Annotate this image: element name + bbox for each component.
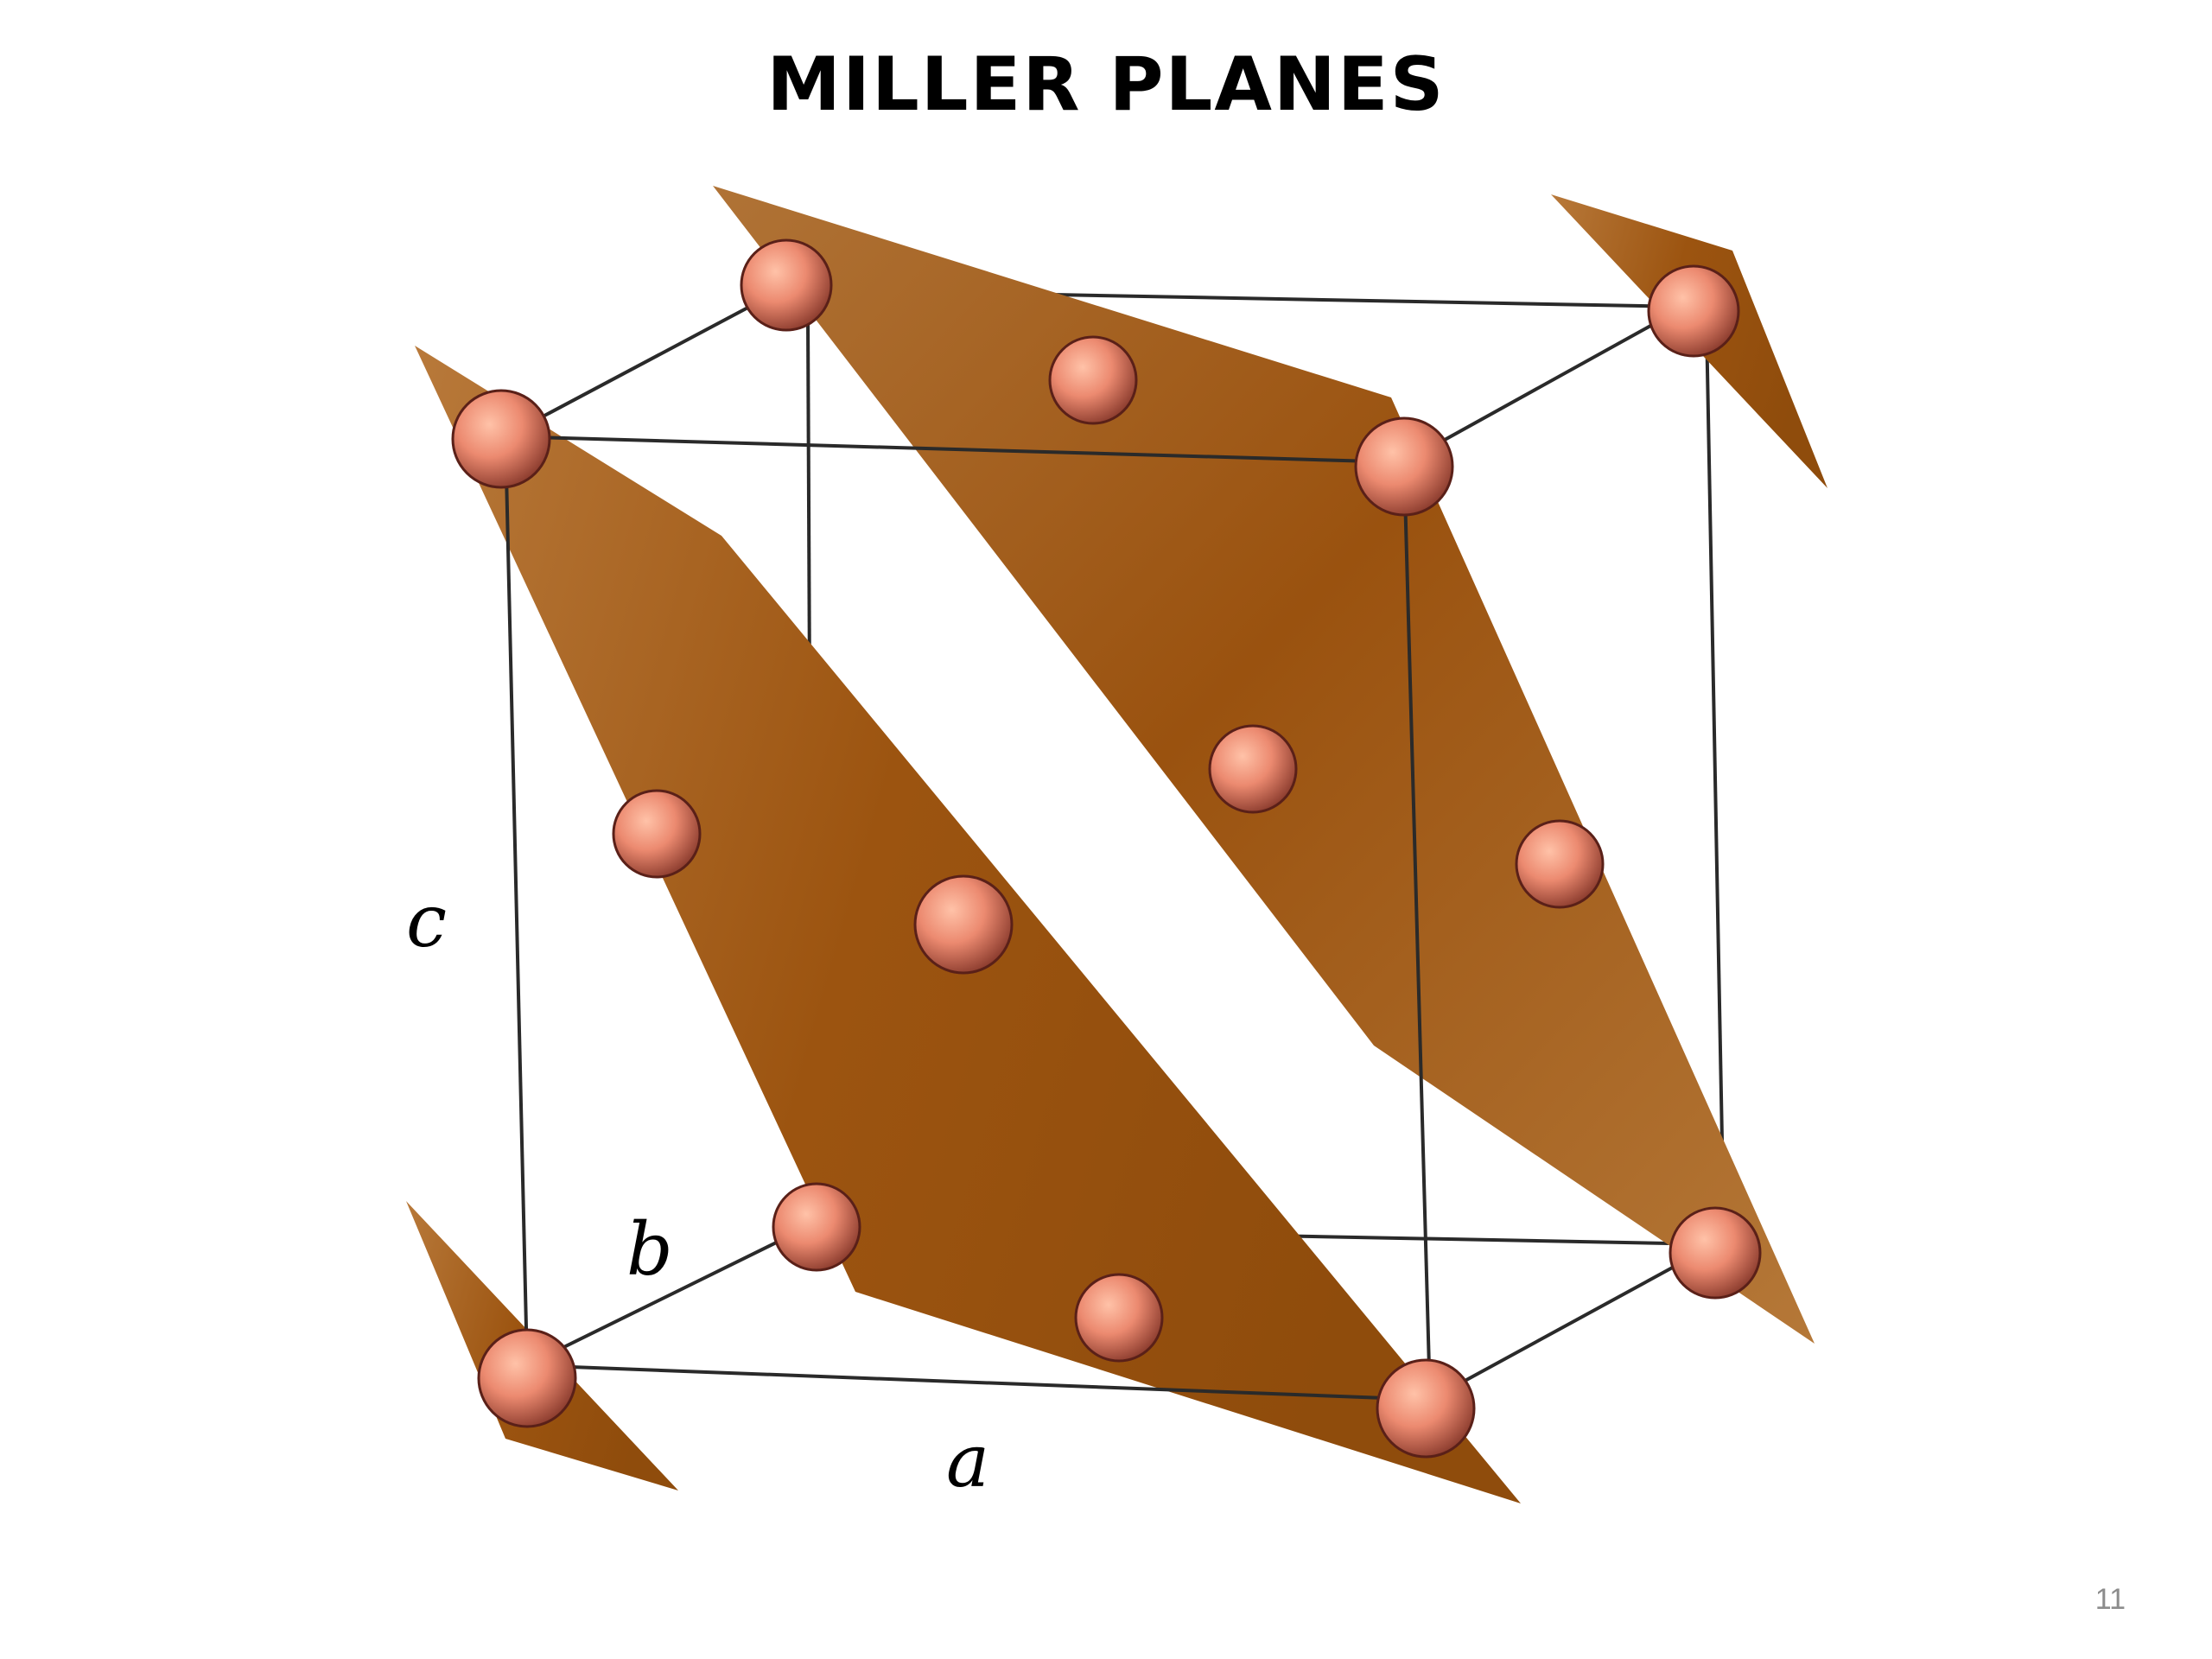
atom-back-top-right [1647,264,1740,358]
cell-front-edges [504,435,1432,1402]
axis-label-c: c [406,879,447,963]
atom-back-top-left [740,238,833,332]
atom-back-plane-upper [1048,335,1138,425]
atom-back-bottom-left [772,1182,861,1272]
atom-front-plane-upper [612,789,702,879]
atom-front-top-left [451,389,551,489]
edge-front-top [505,435,1405,464]
atom-front-top-right [1354,416,1454,517]
axis-label-b: b [626,1207,673,1292]
edge-left-top-depth [505,288,783,438]
atom-front-bottom-left [477,1328,577,1428]
atom-back-plane-middle [1208,724,1298,814]
atom-back-plane-right [1515,819,1605,909]
edge-back-right-vertical [1705,323,1726,1232]
edge-front-bottom [526,1363,1431,1402]
axis-label-a: a [946,1419,989,1503]
atom-front-bottom-right [1376,1358,1476,1459]
edge-front-right-vertical [1402,461,1432,1401]
page-number: 11 [2094,1583,2126,1616]
atoms [451,238,1762,1459]
edge-right-bottom-depth [1429,1243,1716,1402]
atom-back-bottom-right [1669,1206,1762,1300]
edge-left-bottom-depth [526,1225,809,1367]
slide-title: MILLER PLANES [766,41,1446,128]
atom-front-plane-center [913,874,1014,975]
atom-front-plane-lower [1074,1273,1164,1363]
edge-front-left-vertical [504,435,529,1366]
edge-right-top-depth [1403,305,1686,464]
